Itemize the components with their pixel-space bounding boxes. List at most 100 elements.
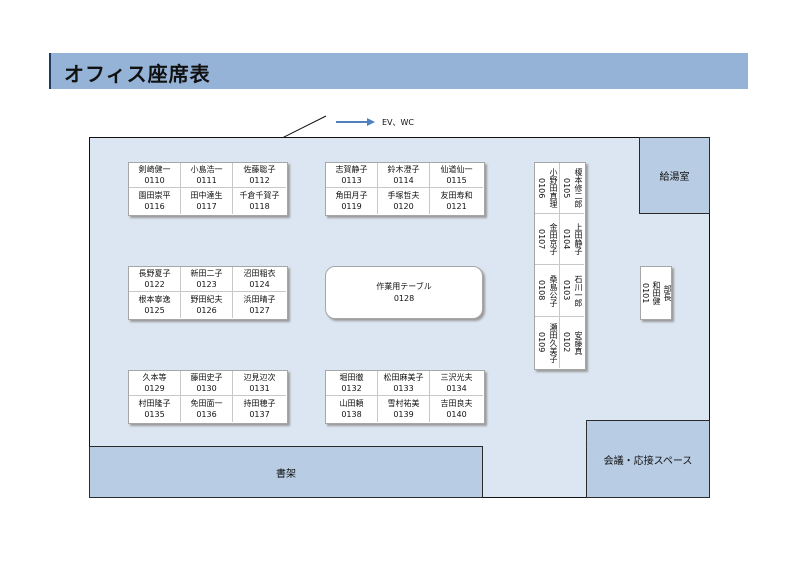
seat[interactable]: 山田頼 0138 <box>326 396 378 422</box>
seat-name: 金田京子 <box>549 223 558 255</box>
seat-name: 小野田真理 <box>549 168 558 208</box>
meeting-label: 会議・応接スペース <box>603 455 693 467</box>
shelf-area: 書架 <box>89 446 483 498</box>
seat-number: 0110 <box>144 176 165 185</box>
seat-number: 0140 <box>446 410 467 419</box>
seat[interactable]: 長野夏子 0122 <box>129 267 181 292</box>
seat-number: 0125 <box>144 306 165 315</box>
seat-block-3 <box>128 266 288 320</box>
seat-name: 三沢光夫 <box>440 373 473 382</box>
seat-number: 0118 <box>249 202 270 211</box>
seat-number: 0123 <box>196 280 217 289</box>
seat-number: 0115 <box>446 176 467 185</box>
seat[interactable]: 仙道仙一 0115 <box>430 163 483 188</box>
seat-number: 0102 <box>562 332 571 353</box>
seat-number: 0126 <box>196 306 217 315</box>
manager-name: 和田健 <box>652 281 661 305</box>
seat-block-5 <box>325 370 485 424</box>
seat-name: 瀬田久美子 <box>549 322 558 363</box>
seat[interactable]: 根本寧逸 0125 <box>129 292 181 318</box>
seat-number: 0116 <box>144 202 165 211</box>
seat-name: 浜田晴子 <box>243 295 276 304</box>
shelf-label: 書架 <box>276 468 296 480</box>
seat-name: 堀田徹 <box>339 373 364 382</box>
seat[interactable]: 三沢光夫 0134 <box>430 371 483 396</box>
seat-number: 0127 <box>249 306 270 315</box>
seat-number: 0122 <box>144 280 165 289</box>
seat-number: 0111 <box>196 176 217 185</box>
seat-number: 0138 <box>341 410 362 419</box>
seat-number: 0134 <box>446 384 467 393</box>
seat[interactable]: 浜田晴子 0127 <box>233 292 286 318</box>
seat-number: 0131 <box>249 384 270 393</box>
seat-number: 0132 <box>341 384 362 393</box>
seat-number: 0139 <box>393 410 414 419</box>
meeting-partition <box>586 420 588 448</box>
seat-name: 仙道仙一 <box>440 165 473 174</box>
seat-name: 沼田稲衣 <box>243 269 276 278</box>
entrance-door-line <box>282 115 327 139</box>
seat-number: 0107 <box>537 228 546 250</box>
title-bar: オフィス座席表 <box>49 53 748 89</box>
seat[interactable]: 村田隆子 0135 <box>129 396 181 422</box>
seat-name: 雪村祐美 <box>387 399 420 408</box>
seat-name: 根本寧逸 <box>138 295 171 304</box>
work-table-number: 0128 <box>393 293 415 303</box>
seat-name: 園田崇平 <box>138 191 171 200</box>
seat-name: 山田頼 <box>339 399 364 408</box>
seat[interactable]: 千倉千賀子 0118 <box>233 188 286 214</box>
seat-number: 0135 <box>144 410 165 419</box>
seat-number: 0109 <box>537 332 546 353</box>
seat-number: 0104 <box>562 228 571 250</box>
arrow-right-icon <box>336 118 375 126</box>
seat-name: 藤田史子 <box>190 373 223 382</box>
seat-number: 0113 <box>341 176 362 185</box>
seat[interactable]: 園田崇平 0116 <box>129 188 181 214</box>
seat-number: 0119 <box>341 202 362 211</box>
manager-number: 0101 <box>641 282 650 304</box>
seat-name: 手塚哲夫 <box>387 191 420 200</box>
work-table[interactable]: 作業用テーブル 0128 <box>325 266 483 319</box>
seat-block-1 <box>128 162 288 216</box>
seat[interactable]: 小島浩一 0111 <box>181 163 233 188</box>
seat-number: 0106 <box>537 177 546 199</box>
seat[interactable]: 雪村祐美 0139 <box>378 396 430 422</box>
seat-name: 長野夏子 <box>138 269 171 278</box>
kitchen-label: 給湯室 <box>659 172 690 183</box>
seat-number: 0129 <box>144 384 165 393</box>
seat[interactable]: 堀田徹 0132 <box>326 371 378 396</box>
seat-name: 小島浩一 <box>190 165 223 174</box>
manager-desk[interactable]: 部長 和田健 0101 <box>640 266 672 320</box>
seat-name: 千倉千賀子 <box>239 191 280 200</box>
seat-name: 榎本修二郎 <box>574 168 583 208</box>
seat-name: 免田面一 <box>190 399 223 408</box>
seat-name: 村田隆子 <box>138 399 171 408</box>
seat-name: 持田穂子 <box>243 399 276 408</box>
